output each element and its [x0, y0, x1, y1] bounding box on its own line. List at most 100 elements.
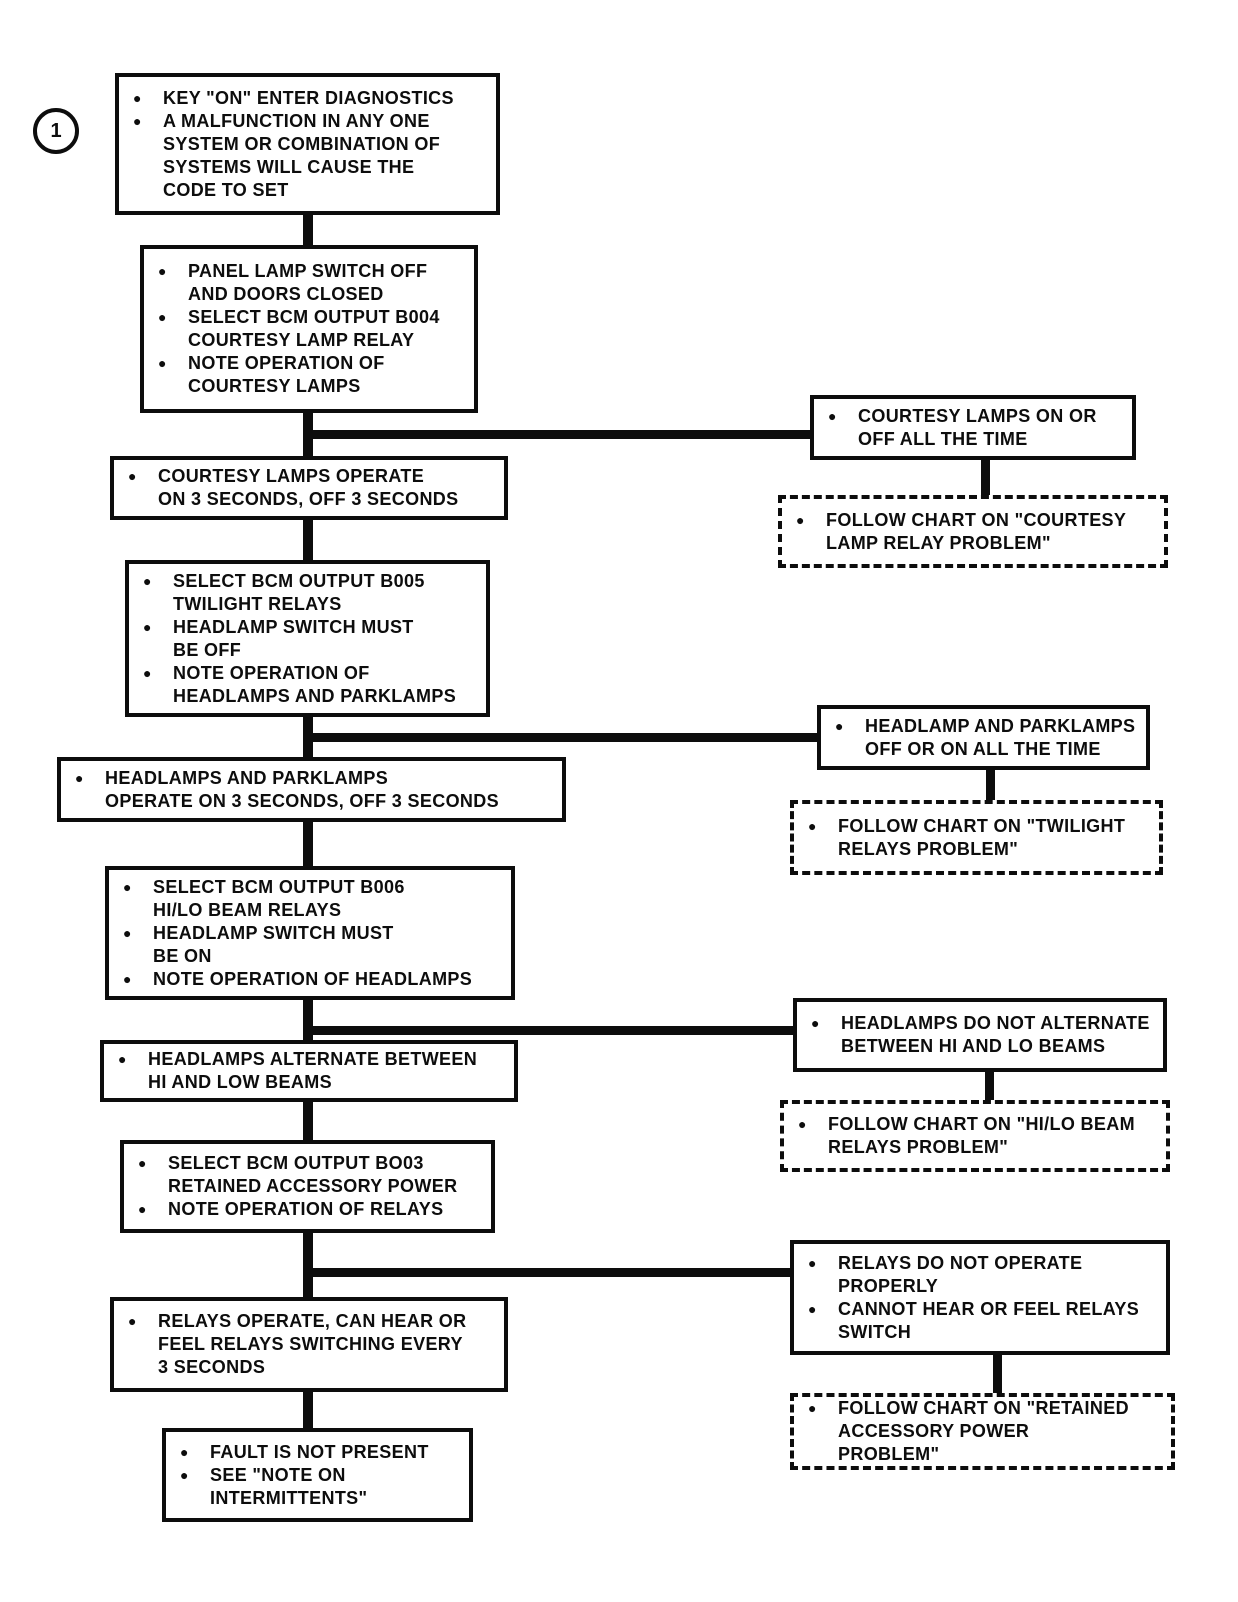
node-text-line: HEADLAMP AND PARKLAMPS — [865, 715, 1136, 736]
connector-line — [985, 1072, 994, 1100]
node-text-line: NOTE OPERATION OF — [188, 353, 385, 373]
bullet-icon: ● — [143, 572, 152, 589]
bullet-icon: ● — [180, 1466, 189, 1483]
node-text-line: FAULT IS NOT PRESENT — [210, 1441, 429, 1462]
bullet-item: ● KEY "ON" ENTER DIAGNOSTICS — [133, 87, 488, 110]
node-text-line: OFF ALL THE TIME — [858, 428, 1028, 449]
bullet-item: ● NOTE OPERATION OF COURTESY LAMPS — [158, 352, 466, 398]
node-text-line: HEADLAMPS AND PARKLAMPS — [105, 767, 389, 788]
node-text-line: KEY "ON" ENTER DIAGNOSTICS — [163, 87, 454, 108]
bullet-icon: ● — [828, 407, 837, 424]
node-text-line: FOLLOW CHART ON "COURTESY — [826, 509, 1127, 530]
flow-node-n9: ● RELAYS OPERATE, CAN HEAR OR FEEL RELAYS … — [110, 1297, 508, 1392]
connector-line — [303, 520, 313, 560]
node-text-line: COURTESY LAMPS ON OR — [858, 405, 1097, 426]
bullet-icon: ● — [123, 924, 132, 941]
bullet-icon: ● — [128, 1313, 137, 1329]
node-text-line: SELECT BCM OUTPUT B004 — [188, 307, 440, 327]
bullet-icon: ● — [180, 1443, 189, 1460]
connector-line — [303, 1392, 313, 1428]
bullet-item: ● FAULT IS NOT PRESENT — [180, 1441, 461, 1464]
node-text-line: HEADLAMP SWITCH MUST — [173, 616, 414, 637]
node-text-line: FEEL RELAYS SWITCHING EVERY — [158, 1334, 463, 1354]
connector-line — [303, 430, 810, 439]
node-text-line: INTERMITTENTS" — [210, 1487, 368, 1508]
step-number-badge: 1 — [33, 108, 79, 154]
connector-line — [303, 1000, 313, 1040]
node-text-line: COURTESY LAMPS OPERATE — [158, 466, 425, 486]
node-text-line: NOTE OPERATION OF RELAYS — [168, 1199, 444, 1219]
bullet-icon: ● — [123, 970, 132, 987]
node-text-line: SELECT BCM OUTPUT B006 — [153, 876, 405, 897]
node-text-line: ACCESSORY POWER — [838, 1421, 1030, 1441]
node-text-line: BETWEEN HI AND LO BEAMS — [841, 1036, 1106, 1056]
node-text-line: A MALFUNCTION IN ANY ONE — [163, 110, 430, 131]
node-text-line: PROBLEM" — [838, 1444, 940, 1464]
node-text-line: RELAYS OPERATE, CAN HEAR OR — [158, 1311, 467, 1331]
node-text-line: SYSTEMS WILL CAUSE THE — [163, 156, 415, 177]
bullet-icon: ● — [808, 817, 817, 834]
node-text-line: CANNOT HEAR OR FEEL RELAYS — [838, 1298, 1140, 1319]
connector-line — [981, 460, 990, 495]
node-text-line: HEADLAMPS AND PARKLAMPS — [173, 685, 457, 706]
node-text-line: BE ON — [153, 945, 212, 966]
bullet-icon: ● — [75, 769, 84, 786]
node-text-line: FOLLOW CHART ON "HI/LO BEAM — [828, 1114, 1135, 1134]
bullet-icon: ● — [138, 1155, 147, 1171]
flow-node-n1: ● KEY "ON" ENTER DIAGNOSTICS ● A MALFUNCTIO… — [115, 73, 500, 215]
node-text-line: RELAYS DO NOT OPERATE — [838, 1252, 1083, 1273]
node-text-line: COURTESY LAMPS — [188, 376, 361, 396]
node-text-line: CODE TO SET — [163, 179, 289, 200]
bullet-icon: ● — [158, 355, 167, 371]
node-text-line: AND DOORS CLOSED — [188, 284, 384, 304]
connector-line — [303, 733, 817, 742]
bullet-item: ● RELAYS OPERATE, CAN HEAR OR FEEL RELAYS … — [128, 1310, 496, 1379]
bullet-icon: ● — [158, 263, 167, 279]
bullet-icon: ● — [128, 468, 137, 484]
node-text-line: RETAINED ACCESSORY POWER — [168, 1176, 458, 1196]
bullet-icon: ● — [138, 1201, 147, 1217]
step-number: 1 — [50, 119, 62, 142]
connector-line — [303, 1268, 790, 1277]
bullet-icon: ● — [143, 618, 152, 635]
connector-line — [303, 215, 313, 245]
connector-line — [986, 770, 995, 800]
bullet-icon: ● — [123, 878, 132, 895]
node-text-line: FOLLOW CHART ON "TWILIGHT — [838, 815, 1126, 836]
node-text-line: SYSTEM OR COMBINATION OF — [163, 133, 441, 154]
bullet-icon: ● — [118, 1051, 127, 1067]
node-text-line: RELAYS PROBLEM" — [838, 838, 1019, 859]
bullet-icon: ● — [798, 1116, 807, 1132]
bullet-icon: ● — [133, 89, 142, 106]
node-text-line: HEADLAMPS ALTERNATE BETWEEN — [148, 1049, 478, 1069]
node-text-line: 3 SECONDS — [158, 1357, 266, 1377]
bullet-icon: ● — [133, 112, 142, 129]
bullet-icon: ● — [835, 717, 844, 734]
